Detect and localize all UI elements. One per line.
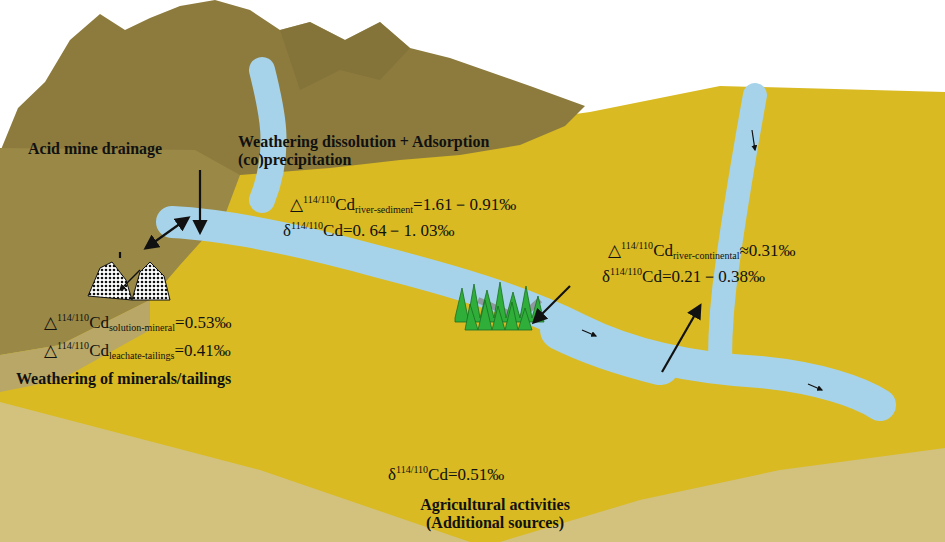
text-run: Cd (323, 221, 343, 240)
isotope-value: △114/110Cdriver-sediment=1.61－0.91‰ (290, 194, 516, 216)
text-run: =0.41‰ (175, 341, 231, 360)
callout-label: Acid mine drainage (28, 140, 162, 158)
text-run: ≈0.31‰ (739, 241, 795, 260)
text-run: δ (388, 465, 396, 484)
subscript: solution-mineral (109, 322, 175, 333)
isotope-value: δ114/110Cd=0.21－0.38‰ (602, 266, 765, 287)
superscript: 114/110 (303, 194, 335, 205)
text-run: △ (290, 195, 303, 214)
text-run: Cd (335, 195, 355, 214)
text-run: δ (602, 267, 610, 286)
text-run: δ (283, 221, 291, 240)
superscript: 114/110 (57, 312, 89, 323)
process-label: Weathering dissolution + Adsorption (co)… (238, 133, 603, 170)
isotope-value: △114/110Cdriver-continental≈0.31‰ (608, 240, 796, 262)
superscript: 114/110 (291, 220, 323, 231)
superscript: 114/110 (396, 464, 428, 475)
superscript: 114/110 (610, 266, 642, 277)
subscript: leachate-tailings (109, 350, 175, 361)
text-run: Cd (653, 241, 673, 260)
text-run: △ (44, 313, 57, 332)
subscript: river-sediment (355, 204, 413, 215)
isotope-value: δ114/110Cd=0. 64－1. 03‰ (283, 220, 455, 241)
isotope-value: δ114/110Cd=0.51‰ (388, 464, 504, 485)
text-run: △ (608, 241, 621, 260)
text-run: =1.61－0.91‰ (413, 195, 516, 214)
isotope-value: △114/110Cdleachate-tailings=0.41‰ (44, 340, 231, 362)
text-run: =0.51‰ (448, 465, 504, 484)
text-run: =0. 64－1. 03‰ (343, 221, 455, 240)
superscript: 114/110 (57, 340, 89, 351)
text-run: Cd (642, 267, 662, 286)
isotope-value: △114/110Cdsolution-mineral=0.53‰ (44, 312, 231, 334)
text-run: =0.21－0.38‰ (662, 267, 765, 286)
source-label: Agricultural activities (Additional sour… (395, 496, 595, 533)
text-run: Cd (428, 465, 448, 484)
text-run: △ (44, 341, 57, 360)
text-run: =0.53‰ (175, 313, 231, 332)
process-label: Weathering of minerals/tailings (16, 370, 231, 388)
text-run: Cd (89, 313, 109, 332)
superscript: 114/110 (621, 240, 653, 251)
text-run: Cd (89, 341, 109, 360)
subscript: river-continental (673, 250, 739, 261)
